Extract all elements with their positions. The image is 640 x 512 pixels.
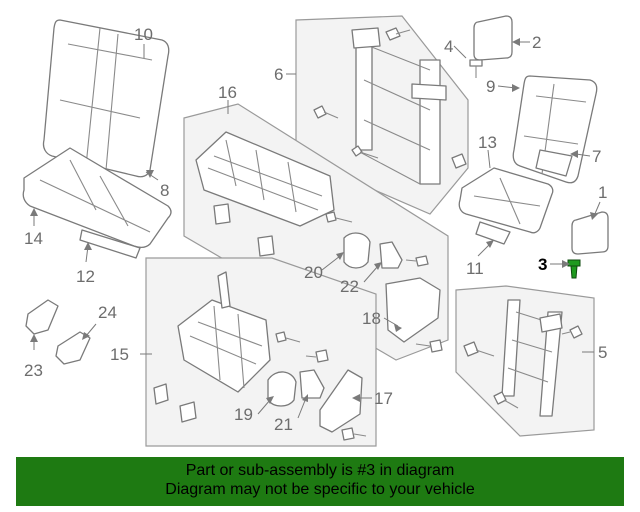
callout-17: 17: [374, 389, 393, 408]
cover-20: [343, 232, 371, 269]
seat-back-frame-6: [351, 27, 447, 185]
seat-back-cushion-10: [42, 19, 170, 178]
banner-line-2: Diagram may not be specific to your vehi…: [165, 481, 475, 498]
callout-16: 16: [218, 83, 237, 102]
bolt-group-5: [463, 325, 583, 409]
screw-4: [469, 59, 483, 78]
callout-18: 18: [362, 309, 381, 328]
callout-11: 11: [466, 259, 484, 278]
callout-1: 1: [598, 183, 607, 202]
leader-lines: [30, 38, 601, 419]
cover-21: [299, 369, 325, 399]
callout-13: 13: [478, 133, 497, 152]
seat-cushion-13: [458, 167, 554, 245]
cover-22: [379, 241, 403, 269]
parts-diagram: 10 6 4 2 9 7 1 8 16 13 14 12 11 3 20 22 …: [22, 15, 609, 447]
callout-14: 14: [24, 229, 43, 248]
bolt-group-15: [275, 331, 367, 441]
callout-6: 6: [274, 65, 283, 84]
callout-24: 24: [98, 303, 117, 322]
callout-10: 10: [134, 25, 153, 44]
callout-21: 21: [274, 415, 293, 434]
callout-23: 23: [24, 361, 43, 380]
callout-7: 7: [592, 147, 601, 166]
info-banner: Part or sub-assembly is #3 in diagram Di…: [16, 457, 624, 506]
callout-8: 8: [160, 181, 169, 200]
banner-line-1: Part or sub-assembly is #3 in diagram: [185, 462, 455, 479]
callout-3: 3: [538, 255, 547, 274]
bracket-17: [319, 369, 363, 433]
headrest-1: [571, 211, 609, 255]
latch-23: [25, 299, 59, 335]
headrest-2: [473, 15, 513, 61]
callout-19: 19: [234, 405, 253, 424]
latch-24: [55, 331, 91, 365]
callout-5: 5: [598, 343, 607, 362]
callout-9: 9: [486, 77, 495, 96]
callout-12: 12: [76, 267, 95, 286]
callout-2: 2: [532, 33, 541, 52]
bolt-group-16: [325, 211, 443, 353]
seat-cushion-14: [22, 147, 172, 259]
callout-20: 20: [304, 263, 323, 282]
highlighted-part-3-icon: [567, 259, 581, 279]
seat-mechanism-15: [153, 271, 271, 423]
group-box-5: [455, 285, 595, 437]
callout-4: 4: [444, 37, 453, 56]
seat-back-9: [512, 75, 598, 184]
cover-19: [267, 371, 297, 407]
callout-22: 22: [340, 277, 359, 296]
bracket-18: [385, 277, 441, 343]
seat-back-frame-5: [501, 299, 563, 417]
seat-mechanism-16: [195, 131, 335, 257]
bolt-group-6: [313, 27, 467, 169]
callout-15: 15: [110, 345, 129, 364]
